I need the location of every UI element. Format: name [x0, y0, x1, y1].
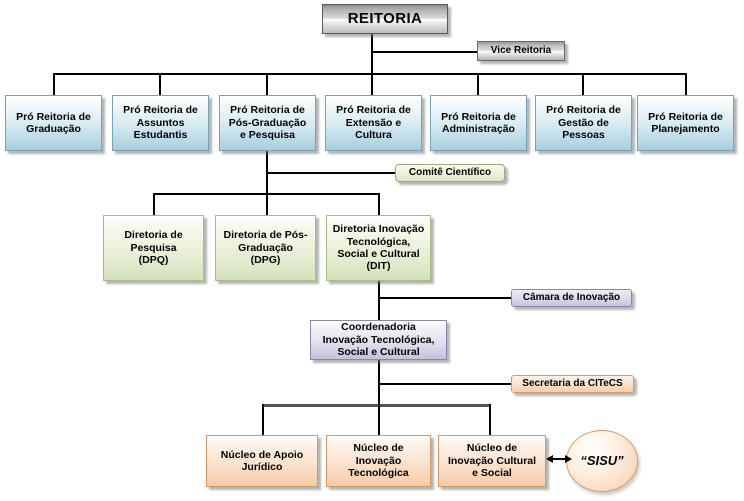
connector-coordenadoria-secretaria: [378, 383, 511, 385]
connector-posgrad-stem: [266, 151, 268, 215]
node-comite-cientifico[interactable]: Comitê Científico: [395, 164, 505, 182]
connector-drop-posgrad: [266, 73, 268, 95]
node-pro-reitoria-gestao-pessoas[interactable]: Pró Reitoria de Gestão de Pessoas: [535, 95, 632, 151]
node-nucleo-apoio-juridico[interactable]: Núcleo de Apoio Jurídico: [206, 435, 318, 487]
node-nucleo-inovacao-cultural-social[interactable]: Núcleo de Inovação Cultural e Social: [438, 435, 546, 487]
node-diretoria-pesquisa[interactable]: Diretoria de Pesquisa (DPQ): [103, 215, 204, 281]
connector-coordenadoria-stem: [378, 360, 380, 405]
node-coordenadoria-inovacao[interactable]: Coordenadoria Inovação Tecnológica, Soci…: [310, 320, 447, 360]
connector-drop-dpg: [266, 193, 268, 215]
connector-level2-bar: [53, 73, 686, 75]
connector-dit-camara: [378, 297, 511, 299]
connector-drop-dit: [378, 193, 380, 215]
node-nucleo-inovacao-tecnologica[interactable]: Núcleo de Inovação Tecnológica: [326, 435, 431, 487]
connector-drop-graduacao: [53, 73, 55, 95]
connector-reitoria-stem: [371, 34, 373, 74]
connector-reitoria-vice: [371, 51, 477, 53]
connector-dit-stem: [378, 281, 380, 320]
connector-drop-assuntos: [159, 73, 161, 95]
node-reitoria[interactable]: REITORIA: [322, 4, 448, 34]
node-diretoria-inovacao-tecnologica[interactable]: Diretoria Inovação Tecnológica, Social e…: [326, 215, 431, 281]
node-pro-reitoria-planejamento[interactable]: Pró Reitoria de Planejamento: [637, 95, 734, 151]
node-secretaria-citecs[interactable]: Secretaria da CITeCS: [511, 375, 634, 393]
bidirectional-arrow-icon: [546, 452, 572, 466]
connector-drop-administracao: [477, 73, 479, 95]
connector-drop-planejamento: [685, 73, 687, 95]
connector-drop-juridico: [262, 404, 264, 435]
node-sisu[interactable]: “SISU”: [566, 430, 638, 492]
connector-drop-gestao: [582, 73, 584, 95]
connector-nucleos-bar: [262, 404, 491, 407]
node-pro-reitoria-pos-graduacao-pesquisa[interactable]: Pró Reitoria de Pós-Graduação e Pesquisa: [219, 95, 316, 151]
node-pro-reitoria-administracao[interactable]: Pró Reitoria de Administração: [430, 95, 527, 151]
connector-posgrad-comite: [266, 172, 395, 174]
node-diretoria-pos-graduacao[interactable]: Diretoria de Pós- Graduação (DPG): [215, 215, 316, 281]
node-pro-reitoria-assuntos-estudantis[interactable]: Pró Reitoria de Assuntos Estudantis: [112, 95, 209, 151]
connector-drop-dpq: [153, 193, 155, 215]
connector-drop-cultural: [489, 404, 491, 435]
node-vice-reitoria[interactable]: Vice Reitoria: [477, 41, 565, 61]
connector-drop-tecnologica: [378, 404, 380, 435]
node-pro-reitoria-graduacao[interactable]: Pró Reitoria de Graduação: [5, 95, 102, 151]
node-pro-reitoria-extensao-cultura[interactable]: Pró Reitoria de Extensão e Cultura: [325, 95, 422, 151]
connector-drop-extensao: [371, 73, 373, 95]
node-camara-inovacao[interactable]: Câmara de Inovação: [511, 289, 632, 307]
